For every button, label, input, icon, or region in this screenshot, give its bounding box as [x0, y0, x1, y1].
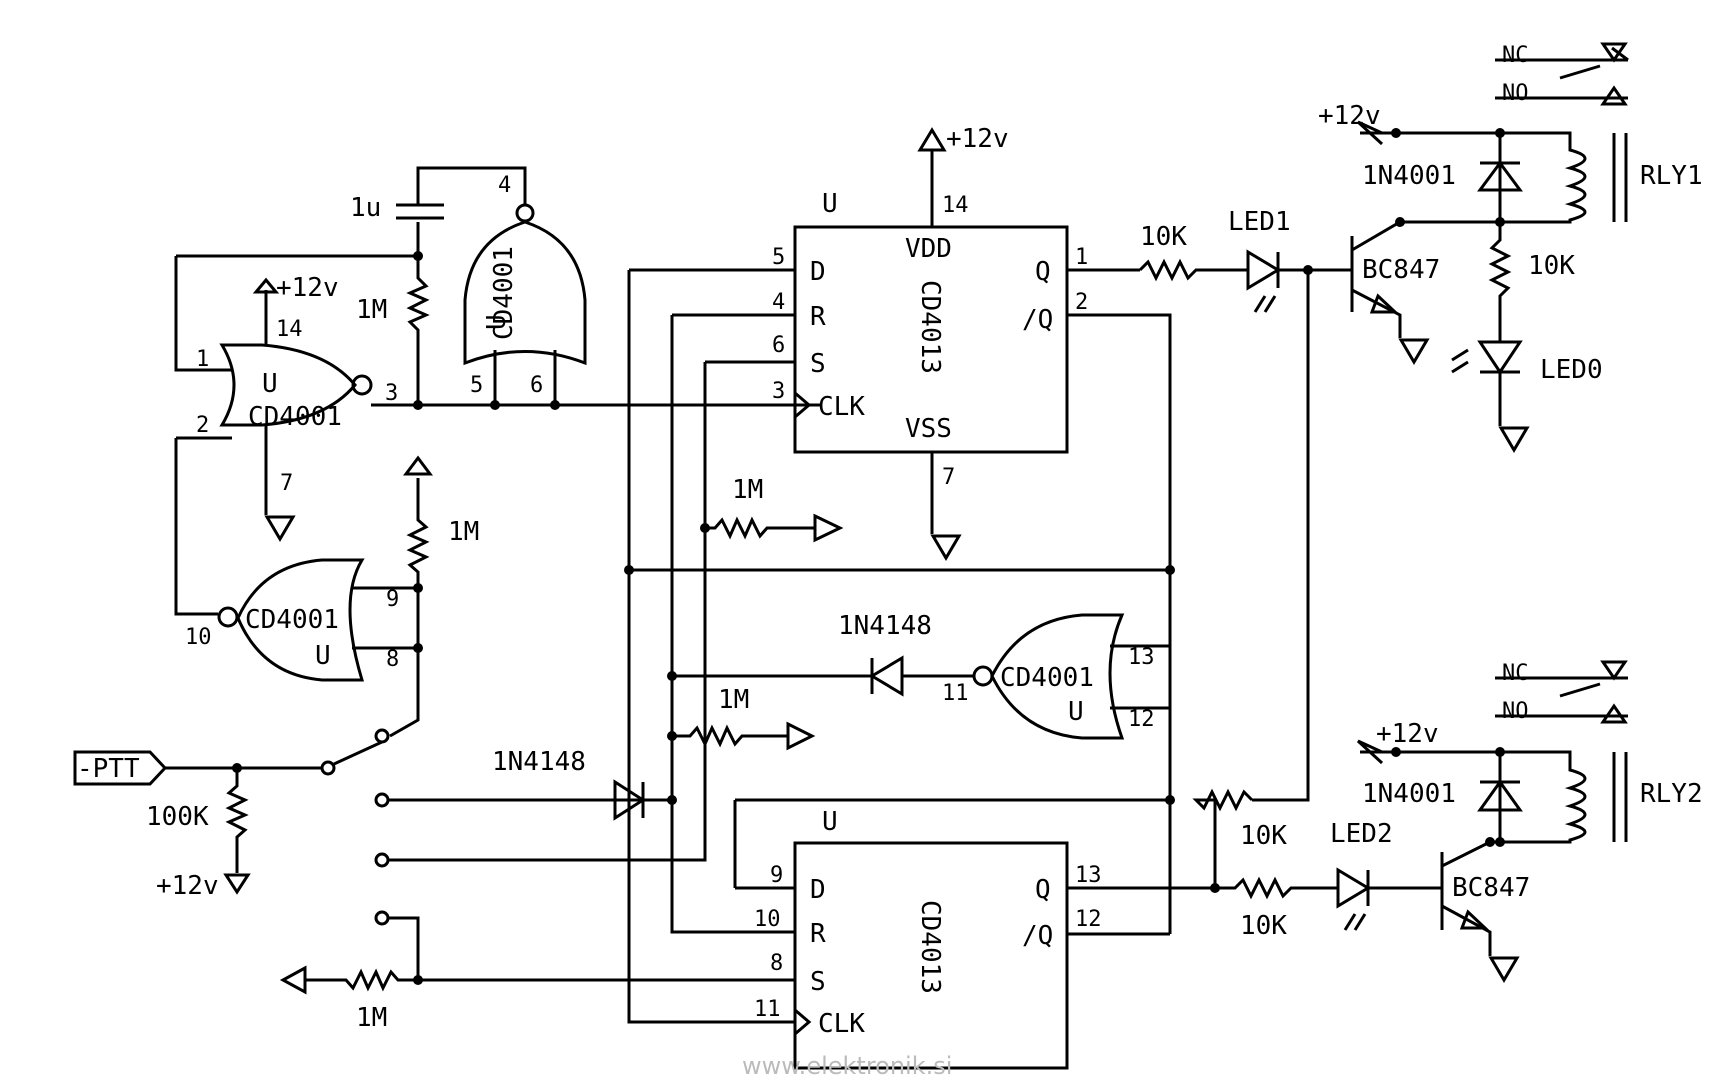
ff1-qbar: /Q	[1022, 305, 1053, 335]
ff1-unit: U	[822, 189, 838, 219]
ff2-clk: CLK	[818, 1009, 865, 1039]
q1-label: BC847	[1362, 255, 1440, 285]
rly1-nc: NC	[1502, 43, 1529, 68]
r-s3-value: 1M	[356, 1003, 387, 1033]
ff1-pin1: 1	[1075, 245, 1088, 270]
nor-gate-u3	[217, 455, 433, 738]
diode-lower-value: 1N4148	[492, 747, 586, 777]
r-s2-value: 1M	[718, 685, 749, 715]
labels: U CD4001 14 1 2 3 7 +12v 1u 1M 4 5 6 CD4…	[77, 43, 1703, 1080]
rly2-no: NO	[1502, 699, 1529, 724]
rly2-nc: NC	[1502, 661, 1529, 686]
ff1-s: S	[810, 349, 826, 379]
ff1-supply: +12v	[946, 124, 1009, 154]
u1-pin2: 2	[196, 413, 209, 438]
ff1-pin7: 7	[942, 465, 955, 490]
ff2-pin9: 9	[770, 863, 783, 888]
ff1-pin4: 4	[772, 290, 785, 315]
rly1-supply: +12v	[1318, 101, 1381, 131]
ff1-pin5: 5	[772, 245, 785, 270]
ff1-pin3: 3	[772, 379, 785, 404]
ff1-pin14: 14	[942, 193, 969, 218]
r-feedback-value: 1M	[356, 295, 387, 325]
u3-pin8: 8	[386, 647, 399, 672]
ff2-q: Q	[1035, 875, 1051, 905]
u4-pin12: 12	[1128, 707, 1155, 732]
d2-label: 1N4001	[1362, 779, 1456, 809]
ff1-chip: CD4013	[915, 280, 945, 374]
nor-gate-u1	[174, 256, 820, 616]
ff2-qbar: /Q	[1022, 921, 1053, 951]
u2-pin4: 4	[498, 173, 511, 198]
rly1-label: RLY1	[1640, 161, 1703, 191]
u1-pin7: 7	[280, 471, 293, 496]
r-s1-value: 1M	[732, 475, 763, 505]
watermark: www.elektronik.si	[742, 1052, 952, 1080]
u1-chip: CD4001	[248, 402, 342, 432]
output-stage-1	[1138, 42, 1629, 802]
u2-pin6: 6	[530, 373, 543, 398]
ff1-q: Q	[1035, 257, 1051, 287]
ff2-pin11: 11	[754, 997, 781, 1022]
feedback-network	[176, 166, 535, 410]
u1-unit: U	[262, 369, 278, 399]
ff1-pin6: 6	[772, 333, 785, 358]
u3-pin9: 9	[386, 587, 399, 612]
ff1-d: D	[810, 257, 826, 287]
u2-pin5: 5	[470, 373, 483, 398]
flip-flop-1	[629, 127, 1172, 800]
rly1-no: NO	[1502, 81, 1529, 106]
ff1-pin2: 2	[1075, 290, 1088, 315]
rly2-supply: +12v	[1376, 719, 1439, 749]
r-u3-value: 1M	[448, 517, 479, 547]
r-led2-value: 10K	[1240, 911, 1287, 941]
led1-label: LED1	[1228, 207, 1291, 237]
u3-chip: CD4001	[245, 605, 339, 635]
nor-gate-u4	[672, 570, 1172, 934]
r-ptt-value: 100K	[146, 802, 209, 832]
u2-chip: CD4001	[489, 246, 519, 340]
u4-unit: U	[1068, 697, 1084, 727]
flip-flop-2	[279, 795, 1215, 1070]
u1-pin14: 14	[276, 317, 303, 342]
rly2-label: RLY2	[1640, 779, 1703, 809]
output-stage-2	[1192, 660, 1628, 982]
ptt-supply: +12v	[156, 871, 219, 901]
ff1-r: R	[810, 302, 826, 332]
cap-value: 1u	[350, 193, 381, 223]
u2-unit: U	[482, 314, 512, 330]
ff2-r: R	[810, 919, 826, 949]
u4-pin11: 11	[942, 681, 969, 706]
u3-pin10: 10	[185, 625, 212, 650]
r-led0-value: 10K	[1528, 251, 1575, 281]
r-led1-value: 10K	[1140, 222, 1187, 252]
r-feedback2-value: 10K	[1240, 821, 1287, 851]
nor-gate-u2	[463, 220, 587, 410]
u4-chip: CD4001	[1000, 663, 1094, 693]
ff1-vdd: VDD	[905, 234, 952, 264]
u1-pin1: 1	[196, 347, 209, 372]
u4-pin13: 13	[1128, 645, 1155, 670]
ff1-clk: CLK	[818, 392, 865, 422]
ff2-unit: U	[822, 807, 838, 837]
bus-wires	[613, 270, 1175, 1024]
ff2-pin12: 12	[1075, 907, 1102, 932]
ff2-chip: CD4013	[915, 900, 945, 994]
ff2-pin13: 13	[1075, 863, 1102, 888]
u3-unit: U	[315, 641, 331, 671]
ff2-s: S	[810, 967, 826, 997]
ff1-vss: VSS	[905, 414, 952, 444]
led2-label: LED2	[1330, 819, 1393, 849]
u1-supply: +12v	[276, 273, 339, 303]
ff2-pin10: 10	[754, 907, 781, 932]
q2-label: BC847	[1452, 873, 1530, 903]
ff2-pin8: 8	[770, 951, 783, 976]
d1-label: 1N4001	[1362, 161, 1456, 191]
ff2-d: D	[810, 875, 826, 905]
led0-label: LED0	[1540, 355, 1603, 385]
diode-upper-value: 1N4148	[838, 611, 932, 641]
ptt-label: -PTT	[77, 754, 140, 784]
u1-pin3: 3	[385, 381, 398, 406]
